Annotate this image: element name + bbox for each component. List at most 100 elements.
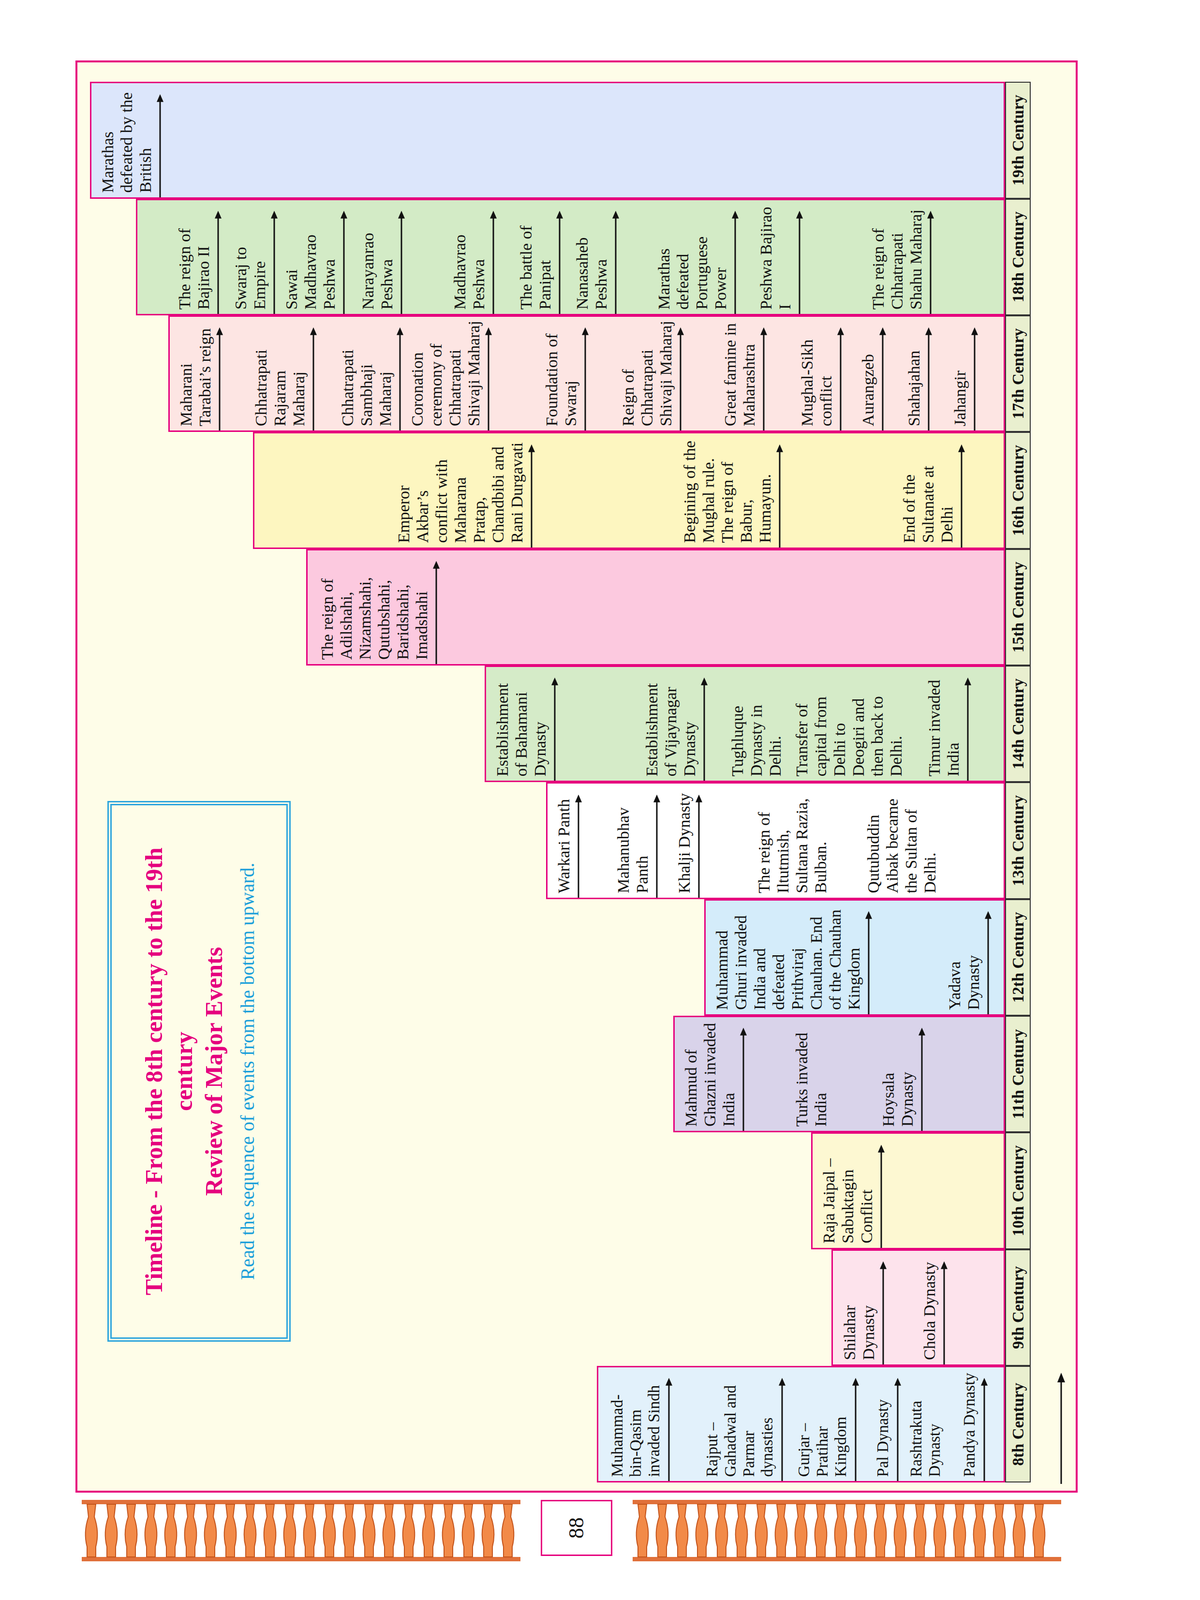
event-arrow bbox=[215, 317, 224, 431]
event-arrowhead bbox=[340, 210, 348, 219]
century-band: Warkari PanthMahanubhav PanthKhalji Dyna… bbox=[546, 782, 1006, 899]
page-number: 88 bbox=[564, 1517, 589, 1539]
page-number-box: 88 bbox=[540, 1499, 613, 1556]
event-arrowhead bbox=[877, 1144, 885, 1153]
event-item: Great famine in Maharashtra bbox=[720, 316, 768, 431]
event-item: Establishment of Bahamani Dynasty bbox=[492, 666, 559, 781]
event-arrowhead bbox=[156, 93, 164, 102]
event-item: Nanasaheb Peshwa bbox=[572, 200, 620, 314]
event-item: Emperor Akbar’s conflict with Maharana P… bbox=[394, 433, 536, 548]
event-item: Rashtrakuta Dynasty bbox=[907, 1367, 947, 1482]
event-arrow bbox=[214, 201, 223, 314]
century-cell: 17th Century bbox=[1005, 315, 1031, 432]
event-arrow-line bbox=[667, 1383, 670, 1482]
event-text: Gurjar – Pratihar Kingdom bbox=[795, 1367, 850, 1482]
event-arrow-line bbox=[559, 216, 561, 314]
event-arrow bbox=[731, 201, 740, 314]
event-text: Hoysala Dynasty bbox=[878, 1017, 917, 1131]
event-item: Pandya Dynasty bbox=[960, 1367, 989, 1482]
baluster bbox=[795, 1504, 808, 1557]
event-arrowhead bbox=[971, 327, 978, 336]
event-arrow-line bbox=[882, 1267, 885, 1365]
event-text: Timur invaded India bbox=[924, 666, 963, 781]
event-item: Chhatrapati Rajaram Maharaj bbox=[251, 316, 318, 431]
title-box: Timeline - From the 8th century to the 1… bbox=[107, 800, 291, 1342]
event-arrowhead bbox=[695, 794, 703, 802]
event-arrowhead bbox=[984, 911, 992, 919]
event-arrowhead bbox=[964, 677, 972, 686]
century-label: 16th Century bbox=[1008, 444, 1028, 536]
baluster bbox=[462, 1504, 475, 1557]
century-label: 18th Century bbox=[1008, 211, 1028, 303]
event-item: Hoysala Dynasty bbox=[878, 1017, 926, 1131]
event-arrowhead bbox=[489, 210, 497, 219]
event-arrow-line bbox=[763, 333, 765, 431]
baluster bbox=[85, 1504, 98, 1557]
event-arrowhead bbox=[485, 327, 492, 336]
event-text: Pandya Dynasty bbox=[960, 1367, 979, 1482]
century-cell: 9th Century bbox=[1005, 1249, 1031, 1366]
baluster bbox=[204, 1504, 217, 1557]
event-arrow-line bbox=[219, 333, 221, 431]
event-arrowhead bbox=[653, 794, 661, 802]
event-arrowhead bbox=[925, 327, 933, 336]
baluster bbox=[422, 1504, 435, 1557]
event-arrow bbox=[676, 317, 685, 431]
event-arrowhead bbox=[556, 210, 563, 219]
event-text: Khalji Dynasty bbox=[674, 783, 694, 898]
event-arrow bbox=[940, 1251, 949, 1365]
baluster bbox=[343, 1504, 356, 1557]
baluster bbox=[755, 1504, 768, 1557]
event-arrowhead bbox=[958, 444, 965, 452]
event-item: Marathas defeated Portuguese Power bbox=[654, 200, 740, 314]
balustrade-rail bbox=[81, 1499, 521, 1505]
event-text: Transfer of capital from Delhi to Deogir… bbox=[792, 666, 906, 781]
event-text: Establishment of Vijaynagar Dynasty bbox=[642, 666, 699, 781]
event-arrow-line bbox=[615, 216, 617, 314]
direction-arrow bbox=[1060, 1381, 1063, 1484]
century-label: 12th Century bbox=[1008, 911, 1028, 1003]
event-text: Mahmud of Ghazni invaded India bbox=[681, 1017, 739, 1131]
event-item: Reign of Chhatrapati Shivaji Maharaj bbox=[618, 316, 685, 431]
event-arrowhead bbox=[310, 327, 317, 336]
event-arrow-line bbox=[896, 1383, 899, 1482]
balustrade bbox=[81, 1499, 1062, 1562]
balustrade-rail bbox=[632, 1499, 1062, 1505]
event-arrowhead bbox=[528, 444, 535, 452]
baluster bbox=[696, 1504, 709, 1557]
event-arrowhead bbox=[677, 327, 684, 336]
event-arrow-line bbox=[987, 917, 990, 1015]
event-arrow bbox=[527, 434, 536, 548]
event-text: Foundation of Swaraj bbox=[542, 316, 580, 431]
balustrade-rail bbox=[632, 1556, 1062, 1562]
century-label: 19th Century bbox=[1008, 94, 1028, 186]
baluster bbox=[933, 1504, 947, 1557]
event-arrow-line bbox=[488, 333, 490, 431]
event-arrow-line bbox=[680, 333, 682, 431]
subtitle-text: Read the sequence of events from the bot… bbox=[235, 862, 260, 1280]
century-band: Marathas defeated by the British bbox=[89, 81, 1006, 199]
event-item: Warkari Panth bbox=[554, 783, 583, 898]
event-arrow bbox=[864, 901, 873, 1015]
event-arrow-line bbox=[882, 333, 884, 431]
event-arrow bbox=[739, 1018, 748, 1131]
baluster bbox=[814, 1504, 828, 1557]
event-item: Peshwa Bajirao I bbox=[756, 200, 804, 314]
event-text: Rashtrakuta Dynasty bbox=[907, 1367, 945, 1482]
event-item: Narayanrao Peshwa bbox=[358, 200, 406, 314]
century-cell: 10th Century bbox=[1005, 1132, 1031, 1249]
event-arrowhead bbox=[940, 1261, 948, 1270]
century-cell: 16th Century bbox=[1005, 431, 1031, 549]
event-arrow bbox=[555, 201, 564, 314]
event-item: Sawai Madhavrao Peshwa bbox=[281, 200, 348, 314]
baluster bbox=[303, 1504, 316, 1557]
event-arrowhead bbox=[665, 1377, 673, 1386]
event-arrow-line bbox=[781, 1383, 783, 1482]
century-band: Establishment of Bahamani Dynasty Establi… bbox=[484, 665, 1006, 783]
event-arrowhead bbox=[879, 1261, 887, 1270]
event-text: Swaraj to Empire bbox=[231, 200, 269, 314]
event-arrow bbox=[980, 1368, 989, 1482]
event-arrow-line bbox=[399, 333, 401, 431]
event-arrow-line bbox=[554, 683, 556, 781]
